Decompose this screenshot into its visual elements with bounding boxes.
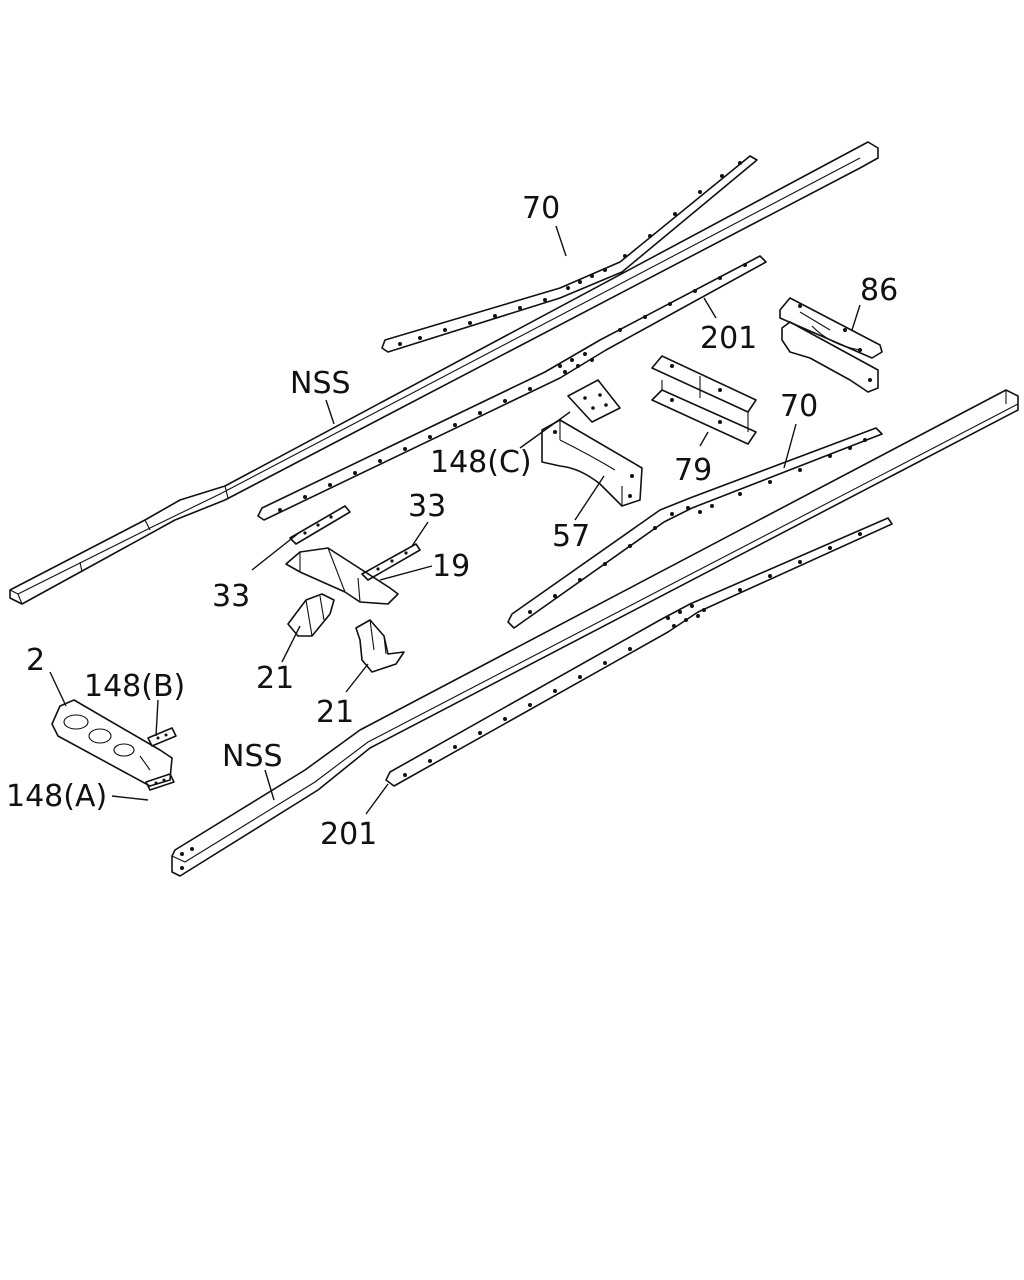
reinforcement-holes bbox=[398, 161, 742, 346]
callout-gusset-148a: 148(A) bbox=[6, 779, 107, 814]
callout-liner-upper: 201 bbox=[700, 321, 757, 356]
callout-gusset-148c: 148(C) bbox=[430, 445, 532, 480]
callout-strip-33-left: 33 bbox=[212, 579, 250, 614]
bracket-21-right bbox=[355, 619, 405, 673]
reinforcement-holes-lower bbox=[528, 438, 867, 614]
callout-rail-lower: NSS bbox=[222, 739, 283, 774]
liner-holes-lower bbox=[403, 532, 862, 777]
upper-reinforcement bbox=[381, 155, 758, 353]
lower-side-rail bbox=[171, 389, 1019, 877]
strip-33-left bbox=[289, 505, 351, 545]
liner-holes bbox=[278, 263, 747, 512]
callout-reinforcement-lower: 70 bbox=[780, 389, 818, 424]
lower-reinforcement bbox=[507, 427, 883, 629]
bracket-86 bbox=[779, 297, 883, 393]
callout-reinforcement-upper: 70 bbox=[522, 191, 560, 226]
upper-liner bbox=[257, 255, 767, 521]
callout-bracket-21-right: 21 bbox=[316, 695, 354, 730]
crossmember-19 bbox=[285, 547, 399, 605]
callout-gusset-148b: 148(B) bbox=[84, 669, 185, 704]
gusset-148c bbox=[567, 379, 621, 423]
callout-crossmember-57: 57 bbox=[552, 519, 590, 554]
callout-crossmember-2: 2 bbox=[26, 643, 45, 678]
crossmember-2 bbox=[51, 699, 173, 787]
callout-liner-lower: 201 bbox=[320, 817, 377, 852]
callout-bracket-21-left: 21 bbox=[256, 661, 294, 696]
leader-lines bbox=[49, 225, 861, 815]
lower-liner bbox=[385, 517, 893, 787]
crossmember-57 bbox=[541, 419, 643, 507]
gusset-148a bbox=[145, 773, 175, 791]
callout-bracket-86: 86 bbox=[860, 273, 898, 308]
callout-strip-33-right: 33 bbox=[408, 489, 446, 524]
strip-33-right bbox=[361, 543, 421, 581]
gusset-148b bbox=[147, 727, 177, 747]
plates-79 bbox=[651, 355, 757, 445]
callout-plate-79: 79 bbox=[674, 453, 712, 488]
callout-crossmember-19: 19 bbox=[432, 549, 470, 584]
upper-side-rail bbox=[9, 141, 879, 605]
bracket-21-left bbox=[287, 593, 335, 637]
callout-labels: 70 201 86 NSS 70 79 148(C) 57 33 19 33 2… bbox=[6, 191, 898, 852]
callout-rail-upper: NSS bbox=[290, 366, 351, 401]
